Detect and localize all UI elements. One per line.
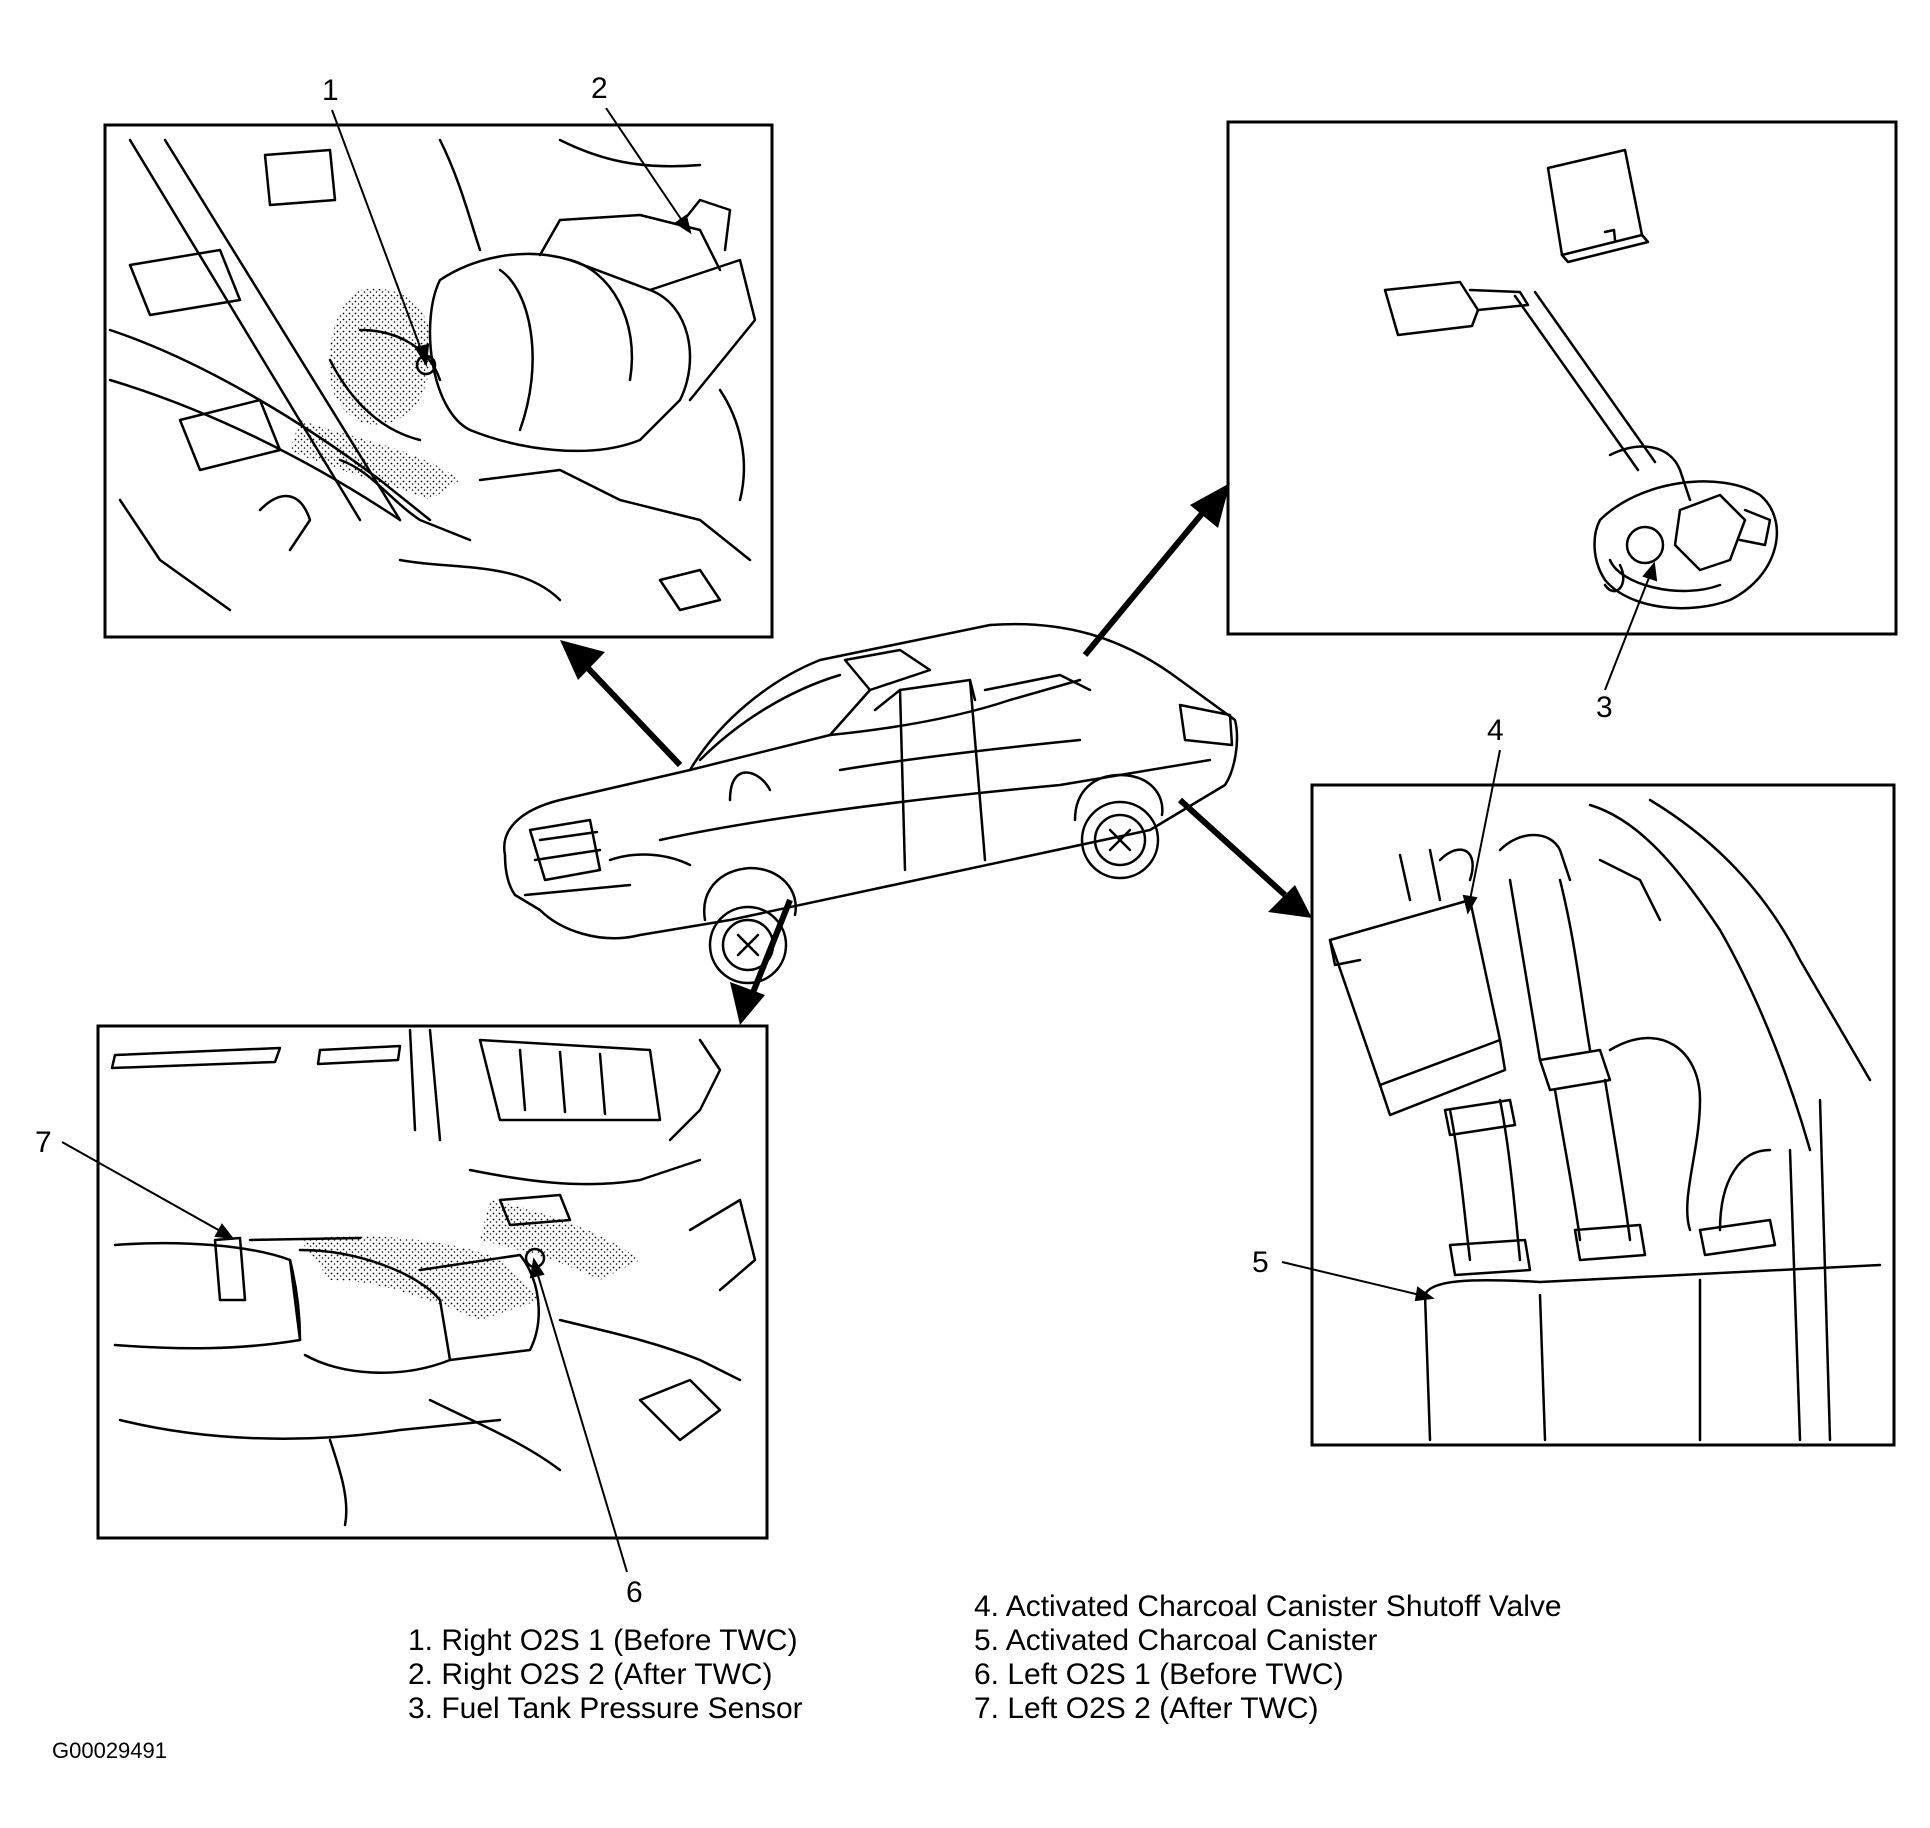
panel-fuel-tank-pressure-sensor: [1226, 120, 1898, 636]
panel-right-o2s-sensors: [103, 123, 774, 639]
callout-labels: 1 2 3 4 5 6 7: [35, 72, 1613, 1609]
legend-item-2: 2. Right O2S 2 (After TWC): [408, 1658, 773, 1691]
panel-left-o2s-sensors: [96, 1024, 769, 1540]
callout-3: 3: [1596, 691, 1613, 724]
legend-item-6: 6. Left O2S 1 (Before TWC): [974, 1658, 1344, 1691]
legend-left: 1. Right O2S 1 (Before TWC) 2. Right O2S…: [408, 1624, 803, 1726]
vehicle-illustration: [503, 622, 1239, 985]
callout-6: 6: [626, 1576, 643, 1609]
legend-item-4: 4. Activated Charcoal Canister Shutoff V…: [974, 1590, 1562, 1623]
callout-7: 7: [35, 1126, 52, 1159]
callout-4: 4: [1487, 714, 1504, 747]
figure-id: G00029491: [52, 1738, 167, 1763]
callout-5: 5: [1252, 1246, 1269, 1279]
legend-right: 4. Activated Charcoal Canister Shutoff V…: [974, 1590, 1562, 1726]
locator-arrows: [560, 483, 1312, 1025]
callout-2: 2: [591, 72, 608, 105]
leader-lines: [61, 107, 1658, 1573]
legend-item-5: 5. Activated Charcoal Canister: [974, 1624, 1378, 1657]
legend-item-1: 1. Right O2S 1 (Before TWC): [408, 1624, 798, 1657]
legend-item-7: 7. Left O2S 2 (After TWC): [974, 1692, 1319, 1725]
legend-item-3: 3. Fuel Tank Pressure Sensor: [408, 1692, 803, 1725]
panel-charcoal-canister: [1310, 783, 1896, 1447]
callout-1: 1: [322, 74, 339, 107]
